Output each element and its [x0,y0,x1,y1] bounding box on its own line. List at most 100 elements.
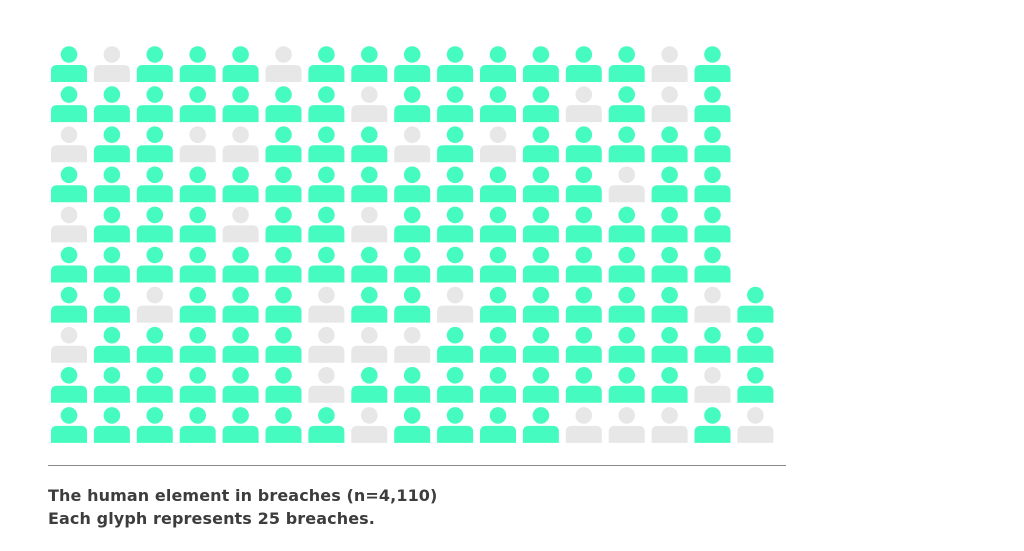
person-glyph-highlighted [737,286,774,323]
person-glyph-highlighted [480,206,516,243]
glyph-chart [51,46,774,443]
person-glyph-highlighted [480,367,516,403]
person-body-icon [480,305,516,323]
person-glyph-muted [394,326,431,363]
person-glyph-highlighted [351,126,388,163]
person-head-icon [103,206,121,224]
person-head-icon [146,166,164,184]
person-body-icon [51,65,87,82]
person-head-icon [146,367,164,384]
person-body-icon [51,305,87,323]
person-glyph-highlighted [437,246,474,283]
person-glyph-highlighted [93,407,130,443]
person-glyph-highlighted [608,206,645,243]
person-glyph-highlighted [651,166,688,203]
person-body-icon [480,345,516,363]
person-glyph-highlighted [608,246,645,283]
person-body-icon [351,185,388,203]
person-glyph-highlighted [265,407,302,443]
person-glyph-muted [265,46,302,82]
person-glyph-muted [651,46,688,82]
person-head-icon [618,206,635,224]
person-head-icon [575,367,593,384]
person-body-icon [93,305,130,323]
person-body-icon [437,105,474,123]
person-head-icon [446,246,464,264]
person-head-icon [146,126,164,143]
person-glyph-highlighted [265,86,302,123]
person-glyph-muted [437,286,474,323]
person-body-icon [608,105,645,123]
person-glyph-muted [351,86,388,123]
person-head-icon [60,166,78,184]
person-head-icon [318,166,335,184]
person-glyph-muted [308,286,345,323]
person-glyph-highlighted [222,286,259,323]
person-glyph-highlighted [694,326,731,363]
person-body-icon [737,425,774,443]
person-body-icon [651,65,688,82]
person-glyph-highlighted [651,126,688,163]
person-head-icon [747,286,764,304]
person-glyph-highlighted [222,246,259,283]
person-head-icon [275,246,292,264]
person-glyph-highlighted [51,407,87,443]
person-glyph-muted [480,126,516,163]
person-head-icon [575,126,593,143]
person-body-icon [222,185,259,203]
person-body-icon [308,225,345,243]
person-body-icon [265,425,302,443]
person-head-icon [489,166,507,184]
person-body-icon [651,425,688,443]
person-body-icon [694,225,731,243]
person-body-icon [737,305,774,323]
person-glyph-highlighted [308,206,345,243]
person-glyph-highlighted [394,407,431,443]
person-body-icon [394,185,431,203]
person-body-icon [179,425,216,443]
person-head-icon [618,367,635,384]
person-head-icon [318,246,335,264]
person-head-icon [275,326,292,344]
person-body-icon [608,385,645,403]
person-glyph-highlighted [694,86,731,123]
person-glyph-muted [394,126,431,163]
person-head-icon [103,46,121,63]
person-glyph-highlighted [179,326,216,363]
person-body-icon [222,345,259,363]
person-head-icon [103,166,121,184]
person-body-icon [480,425,516,443]
person-body-icon [222,265,259,283]
person-body-icon [437,385,474,403]
person-head-icon [103,246,121,264]
person-head-icon [232,46,249,63]
person-glyph-highlighted [51,166,87,203]
person-glyph-highlighted [265,166,302,203]
person-body-icon [565,105,602,123]
person-head-icon [489,367,507,384]
person-body-icon [480,225,516,243]
person-glyph-highlighted [394,246,431,283]
person-body-icon [351,265,388,283]
person-body-icon [565,145,602,163]
person-body-icon [694,265,731,283]
person-head-icon [489,286,507,304]
person-body-icon [308,425,345,443]
person-glyph-highlighted [694,206,731,243]
person-body-icon [265,265,302,283]
person-body-icon [394,145,431,163]
person-glyph-muted [608,166,645,203]
person-head-icon [361,326,378,344]
person-glyph-highlighted [522,326,559,363]
person-glyph-muted [351,326,388,363]
person-glyph-highlighted [522,407,559,443]
person-head-icon [189,407,206,424]
person-body-icon [136,425,173,443]
person-head-icon [747,367,764,384]
person-glyph-highlighted [351,166,388,203]
person-glyph-highlighted [265,246,302,283]
person-head-icon [146,206,164,224]
person-glyph-highlighted [608,46,645,82]
person-head-icon [704,206,721,224]
person-body-icon [522,425,559,443]
